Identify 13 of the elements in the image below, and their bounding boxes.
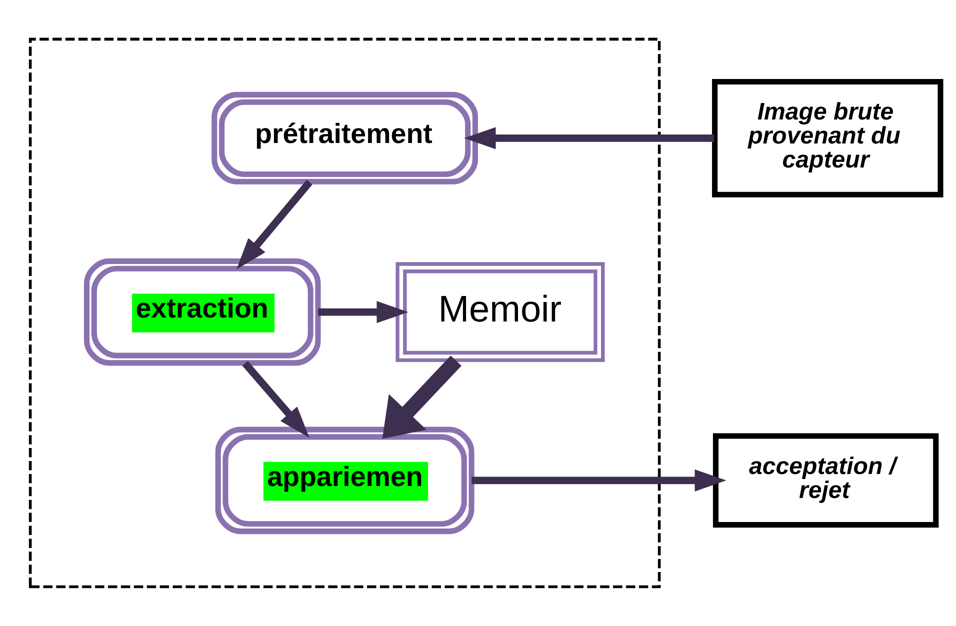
- node-box: Image brute provenant du capteur: [712, 78, 944, 198]
- arrow: [382, 356, 462, 439]
- arrow: [464, 127, 714, 150]
- cluster: [28, 38, 661, 588]
- arrow: [318, 301, 408, 324]
- node-box: Memoir: [396, 262, 605, 362]
- node-box: prétraitement: [212, 92, 478, 184]
- arrow: [242, 360, 310, 438]
- arrow: [472, 469, 726, 492]
- arrow: [236, 180, 312, 270]
- node-box: extraction: [84, 258, 321, 366]
- node-box: appariemen: [215, 426, 474, 534]
- node-box: acceptation / rejet: [712, 433, 939, 528]
